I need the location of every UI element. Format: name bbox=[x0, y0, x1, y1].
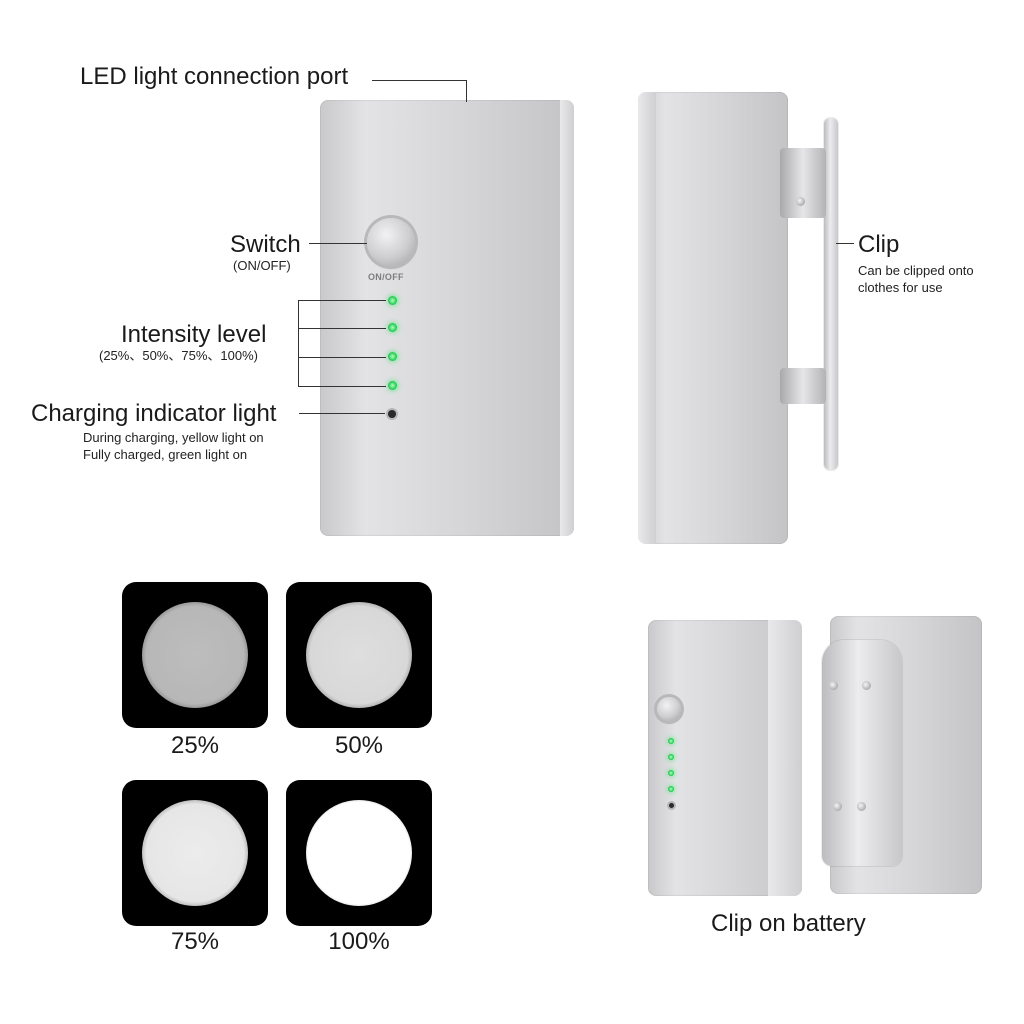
led-port-label: LED light connection port bbox=[80, 63, 349, 90]
small-clip-screw-1 bbox=[829, 681, 838, 690]
light-beam-25 bbox=[142, 602, 248, 708]
battery-side-view bbox=[638, 92, 788, 544]
led-port-leader-h bbox=[372, 80, 467, 81]
intensity-leader-4 bbox=[298, 386, 386, 387]
intensity-label-50: 50% bbox=[334, 732, 384, 759]
intensity-sublabel: (25%、50%、75%、100%) bbox=[99, 348, 258, 363]
onoff-button-text: ON/OFF bbox=[368, 272, 404, 282]
intensity-tile-25 bbox=[122, 582, 268, 728]
intensity-leader-2 bbox=[298, 328, 386, 329]
small-charging-led bbox=[669, 803, 674, 808]
clip-leader bbox=[836, 243, 854, 244]
intensity-leader-3 bbox=[298, 357, 386, 358]
intensity-bracket-v bbox=[298, 300, 299, 387]
power-switch-button[interactable] bbox=[367, 218, 415, 266]
switch-label: Switch bbox=[230, 231, 301, 258]
intensity-label: Intensity level bbox=[121, 321, 267, 348]
small-clip-plate bbox=[822, 640, 902, 866]
clip-sublabel-2: clothes for use bbox=[858, 280, 943, 295]
small-clip-screw-2 bbox=[862, 681, 871, 690]
intensity-leader-1 bbox=[298, 300, 386, 301]
led-port-leader-v bbox=[466, 80, 467, 102]
battery-front-edge bbox=[560, 100, 574, 536]
intensity-led-1 bbox=[388, 381, 397, 390]
intensity-label-100: 100% bbox=[328, 928, 390, 955]
clip-label: Clip bbox=[858, 231, 900, 258]
clip-on-battery-caption: Clip on battery bbox=[711, 910, 866, 937]
light-beam-100 bbox=[306, 800, 412, 906]
clip-hinge-top bbox=[780, 148, 826, 218]
small-led-4 bbox=[668, 738, 674, 744]
intensity-led-4 bbox=[388, 296, 397, 305]
switch-sublabel: (ON/OFF) bbox=[233, 258, 291, 273]
small-led-1 bbox=[668, 786, 674, 792]
intensity-label-75: 75% bbox=[170, 928, 220, 955]
battery-front-view bbox=[320, 100, 574, 536]
charging-indicator-led bbox=[388, 410, 396, 418]
switch-leader bbox=[309, 243, 367, 244]
small-led-3 bbox=[668, 754, 674, 760]
charging-indicator-label: Charging indicator light bbox=[31, 400, 277, 427]
charging-sublabel-1: During charging, yellow light on bbox=[83, 430, 264, 445]
intensity-tile-100 bbox=[286, 780, 432, 926]
charging-leader bbox=[299, 413, 385, 414]
small-clip-screw-3 bbox=[833, 802, 842, 811]
clip-hinge-bottom bbox=[780, 368, 826, 404]
light-beam-50 bbox=[306, 602, 412, 708]
intensity-led-3 bbox=[388, 323, 397, 332]
clip-hinge-screw bbox=[796, 197, 805, 206]
belt-clip-plate bbox=[824, 118, 838, 470]
light-beam-75 bbox=[142, 800, 248, 906]
intensity-led-2 bbox=[388, 352, 397, 361]
battery-small-front-edge bbox=[768, 620, 802, 896]
small-led-2 bbox=[668, 770, 674, 776]
intensity-tile-75 bbox=[122, 780, 268, 926]
battery-side-edge bbox=[638, 92, 656, 544]
intensity-tile-50 bbox=[286, 582, 432, 728]
small-power-button bbox=[657, 697, 681, 721]
clip-sublabel-1: Can be clipped onto bbox=[858, 263, 974, 278]
small-clip-screw-4 bbox=[857, 802, 866, 811]
charging-sublabel-2: Fully charged, green light on bbox=[83, 447, 248, 462]
intensity-label-25: 25% bbox=[170, 732, 220, 759]
